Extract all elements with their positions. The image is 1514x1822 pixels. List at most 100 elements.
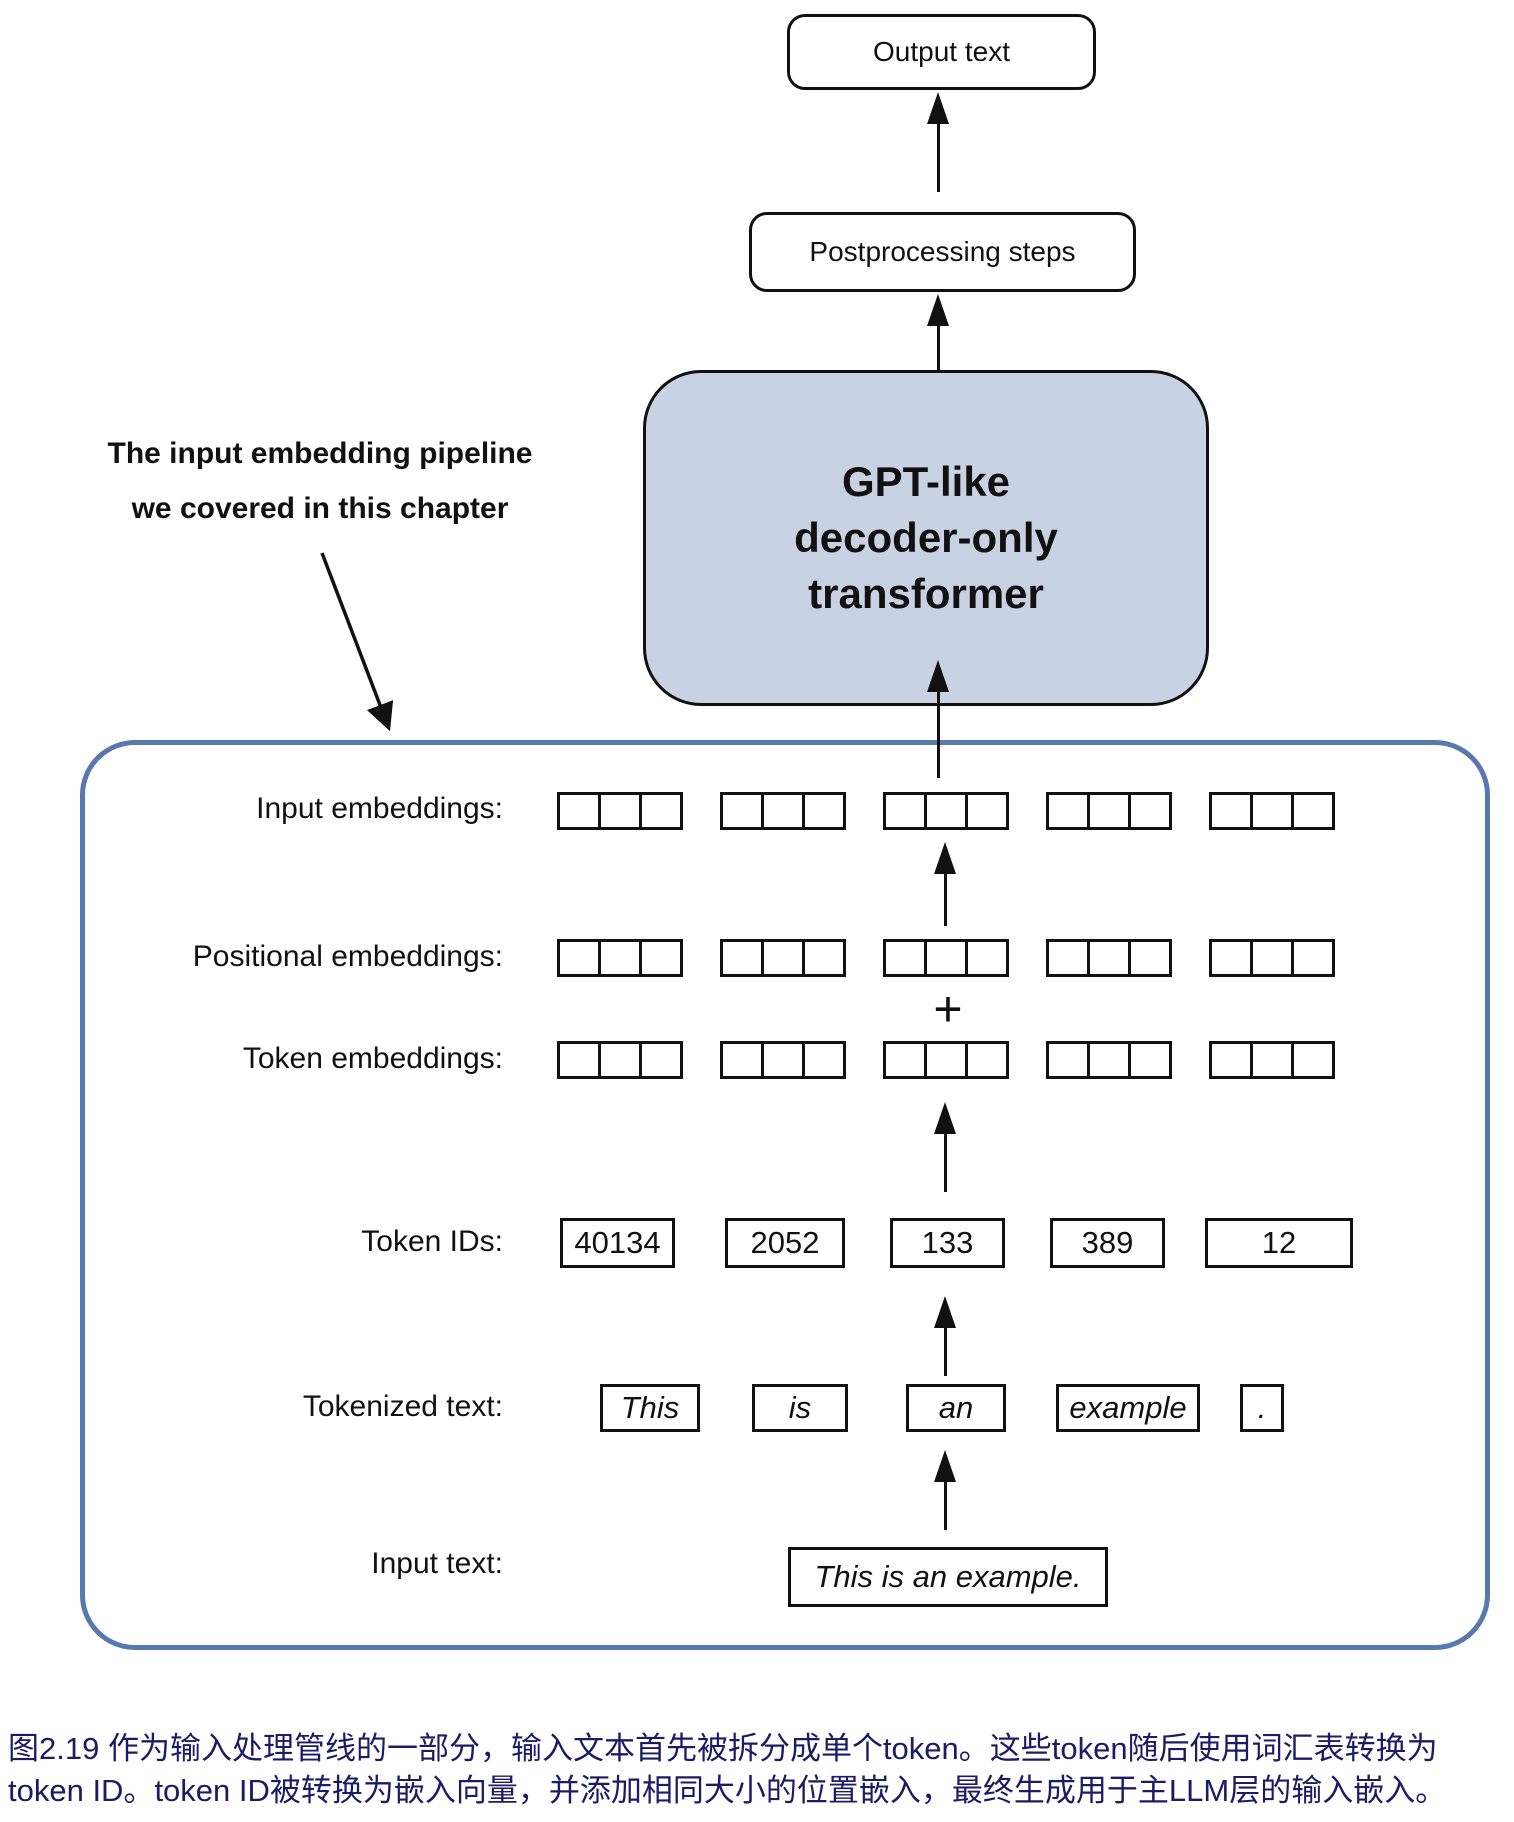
embedding-cell [761, 792, 805, 830]
embedding-cell [1291, 1041, 1335, 1079]
token-embeddings-row [557, 1041, 1347, 1079]
arrowhead-icon [934, 1102, 956, 1134]
arrowhead-icon [927, 294, 949, 326]
embedding-cell [761, 939, 805, 977]
embedding-cell [965, 1041, 1009, 1079]
arrowhead-icon [934, 1450, 956, 1482]
token-id-box: 40134 [560, 1218, 675, 1268]
gpt-box-line2: decoder-only [794, 514, 1058, 561]
embedding-vector [720, 792, 846, 830]
label-tokenized-text: Tokenized text: [302, 1390, 503, 1423]
embedding-cell [883, 1041, 927, 1079]
embedding-cell [802, 1041, 846, 1079]
embedding-vector [883, 939, 1009, 977]
caption-line2: token ID。token ID被转换为嵌入向量，并添加相同大小的位置嵌入，最… [8, 1773, 1447, 1808]
embedding-cell [557, 792, 601, 830]
embedding-vector [1046, 792, 1172, 830]
embedding-cell [1209, 1041, 1253, 1079]
embedding-cell [1291, 792, 1335, 830]
label-token-ids: Token IDs: [361, 1225, 503, 1258]
arrow-token-ids-to-token-embeddings [931, 1102, 959, 1192]
gpt-transformer-box: GPT-like decoder-only transformer [643, 370, 1209, 706]
embedding-cell [965, 792, 1009, 830]
arrow-transformer-to-postprocessing [924, 294, 952, 372]
embedding-vector [557, 939, 683, 977]
embedding-vector [720, 1041, 846, 1079]
embedding-cell [883, 939, 927, 977]
embedding-vector [1046, 939, 1172, 977]
arrowhead-icon [934, 1296, 956, 1328]
embedding-cell [557, 1041, 601, 1079]
embedding-vector [557, 792, 683, 830]
annotation-arrow [320, 552, 394, 732]
label-input-text: Input text: [371, 1547, 503, 1580]
embedding-cell [1209, 939, 1253, 977]
plus-operator: + [933, 981, 963, 1037]
postprocessing-label: Postprocessing steps [809, 236, 1076, 267]
embedding-cell [1087, 792, 1131, 830]
token-id-box: 2052 [725, 1218, 845, 1268]
arrow-input-text-to-tokens [931, 1450, 959, 1530]
embedding-cell [1087, 939, 1131, 977]
arrow-shaft [943, 1482, 947, 1530]
token-box: an [906, 1384, 1006, 1432]
embedding-cell [639, 1041, 683, 1079]
positional-embeddings-row [557, 939, 1347, 977]
arrow-shaft [943, 1328, 947, 1376]
caption-line1: 图2.19 作为输入处理管线的一部分，输入文本首先被拆分成单个token。这些t… [8, 1731, 1438, 1766]
embedding-cell [1128, 939, 1172, 977]
embedding-cell [1046, 939, 1090, 977]
embedding-cell [598, 1041, 642, 1079]
embedding-vector [720, 939, 846, 977]
embedding-cell [965, 939, 1009, 977]
token-box: example [1056, 1384, 1200, 1432]
embedding-cell [598, 792, 642, 830]
embedding-cell [1250, 939, 1294, 977]
embedding-vector [1209, 1041, 1335, 1079]
arrow-shaft [936, 692, 940, 778]
arrow-tokens-to-token-ids [931, 1296, 959, 1376]
embedding-cell [720, 939, 764, 977]
token-id-box: 389 [1050, 1218, 1165, 1268]
output-text-label: Output text [873, 36, 1010, 67]
embedding-cell [639, 939, 683, 977]
arrow-positional-to-input-embeddings [931, 842, 959, 926]
embedding-cell [924, 792, 968, 830]
arrow-pipeline-to-transformer [924, 660, 952, 778]
embedding-vector [883, 1041, 1009, 1079]
label-input-embeddings: Input embeddings: [256, 792, 503, 825]
arrowhead-icon [934, 842, 956, 874]
arrow-postprocessing-to-output [924, 92, 952, 192]
gpt-box-line1: GPT-like [841, 458, 1011, 505]
annotation-line2: we covered in this chapter [131, 492, 509, 525]
postprocessing-box: Postprocessing steps [749, 212, 1136, 292]
embedding-cell [720, 792, 764, 830]
embedding-cell [802, 939, 846, 977]
embedding-cell [1046, 1041, 1090, 1079]
embedding-cell [1250, 792, 1294, 830]
embedding-cell [639, 792, 683, 830]
arrow-shaft [936, 124, 940, 192]
embedding-cell [924, 1041, 968, 1079]
embedding-cell [720, 1041, 764, 1079]
embedding-cell [1209, 792, 1253, 830]
token-box: . [1240, 1384, 1284, 1432]
token-id-box: 12 [1205, 1218, 1353, 1268]
embedding-cell [761, 1041, 805, 1079]
gpt-box-line3: transformer [808, 570, 1044, 617]
embedding-vector [1046, 1041, 1172, 1079]
input-embeddings-row [557, 792, 1347, 830]
embedding-cell [1128, 792, 1172, 830]
token-box: is [752, 1384, 848, 1432]
embedding-cell [924, 939, 968, 977]
embedding-cell [598, 939, 642, 977]
token-box: This [600, 1384, 700, 1432]
embedding-vector [557, 1041, 683, 1079]
embedding-cell [883, 792, 927, 830]
input-text-box: This is an example. [788, 1547, 1108, 1607]
embedding-cell [802, 792, 846, 830]
embedding-cell [557, 939, 601, 977]
label-positional-embeddings: Positional embeddings: [192, 940, 503, 973]
output-text-box: Output text [787, 14, 1096, 90]
